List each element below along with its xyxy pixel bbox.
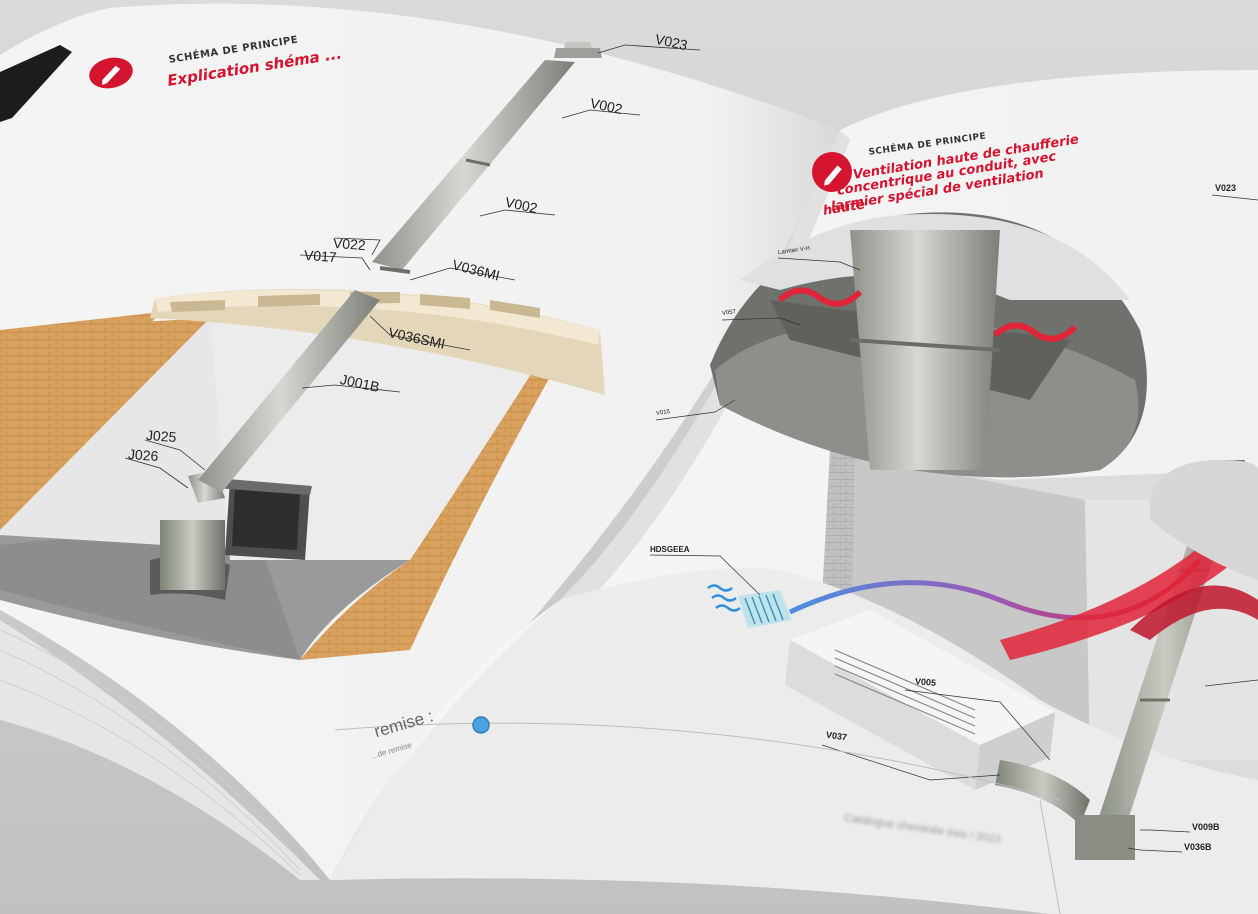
callout-v022: V022: [332, 234, 367, 254]
callout-v023-right: V023: [1215, 183, 1237, 193]
callout-v009b: V009B: [1192, 822, 1220, 832]
callout-v017: V017: [303, 246, 338, 266]
callout-v005: V005: [914, 676, 937, 688]
callout-j026: J026: [127, 445, 159, 465]
pencil-icon-right: [810, 150, 854, 194]
callout-j025: J025: [145, 426, 177, 446]
pencil-icon: [86, 53, 136, 93]
callout-v036b: V036B: [1184, 842, 1212, 852]
callout-hdsgeea: HDSGEEA: [650, 545, 690, 554]
